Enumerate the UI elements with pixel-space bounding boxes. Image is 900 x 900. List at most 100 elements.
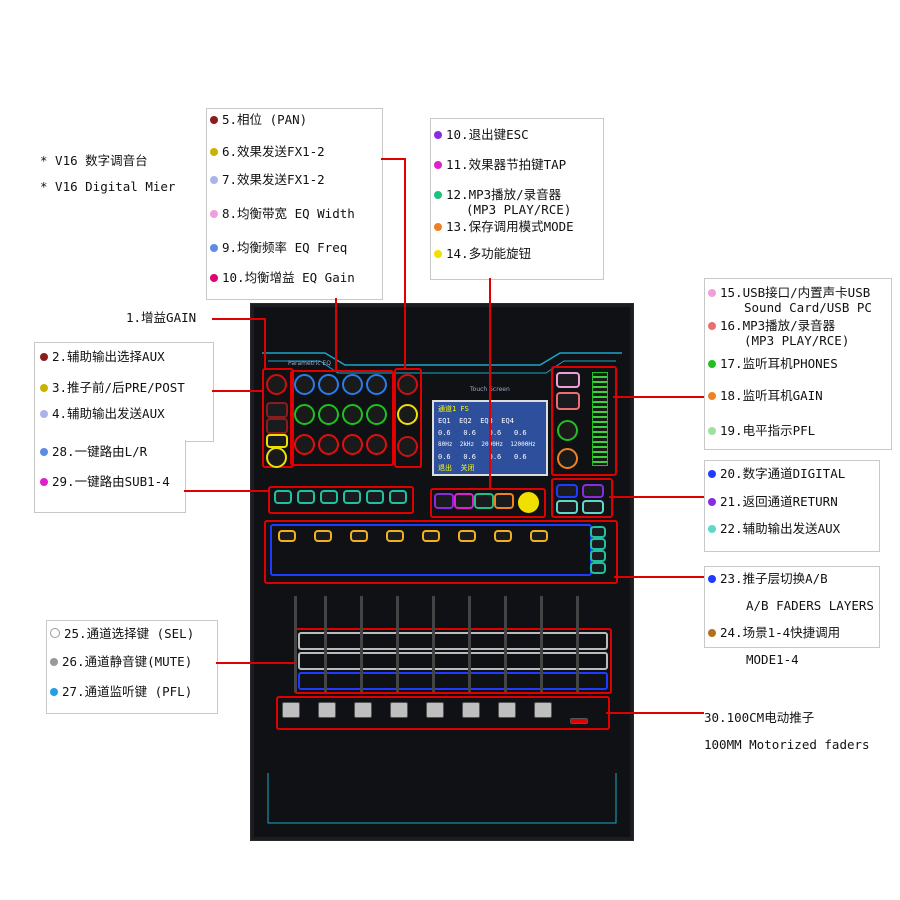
pan-knob[interactable] bbox=[397, 374, 418, 395]
fader-track bbox=[540, 596, 543, 692]
scene-button[interactable] bbox=[590, 550, 606, 562]
route-sub1-button[interactable] bbox=[320, 490, 338, 504]
leader-line bbox=[614, 576, 704, 578]
fader-cap[interactable] bbox=[462, 702, 480, 718]
fader-track bbox=[468, 596, 471, 692]
label-24b: MODE1-4 bbox=[746, 652, 799, 667]
eq-width-knob[interactable] bbox=[318, 374, 339, 395]
label-20: 20.数字通道DIGITAL bbox=[708, 466, 845, 482]
digital-button[interactable] bbox=[556, 484, 578, 498]
screen-band: EQ1 bbox=[438, 417, 451, 425]
fader-cap[interactable] bbox=[282, 702, 300, 718]
screen-width: 0.6 bbox=[438, 453, 451, 461]
eq-gain-knob[interactable] bbox=[294, 434, 315, 455]
aux-send-button[interactable] bbox=[556, 500, 578, 514]
marker-dot bbox=[708, 289, 716, 297]
screen-footer: 退出 关闭 bbox=[438, 463, 542, 474]
phones-gain-knob[interactable] bbox=[557, 448, 578, 469]
mute-row[interactable] bbox=[298, 652, 608, 670]
fader-cap[interactable] bbox=[534, 702, 552, 718]
leader-line bbox=[613, 396, 704, 398]
route-sub3-button[interactable] bbox=[366, 490, 384, 504]
label-25: 25.通道选择键 (SEL) bbox=[50, 626, 194, 642]
eq-freq-knob[interactable] bbox=[294, 404, 315, 425]
pfl-row[interactable] bbox=[298, 672, 608, 690]
leader-line bbox=[404, 158, 406, 368]
layer-scene-column bbox=[590, 526, 608, 574]
multifunction-knob[interactable] bbox=[518, 492, 539, 513]
label-box-digital bbox=[704, 460, 880, 552]
leader-line bbox=[606, 712, 704, 714]
tap-button[interactable] bbox=[454, 493, 474, 509]
channel-button[interactable] bbox=[350, 530, 368, 542]
channel-button[interactable] bbox=[386, 530, 404, 542]
route-sub2-button[interactable] bbox=[343, 490, 361, 504]
sel-row[interactable] bbox=[298, 632, 608, 650]
layer-ab-button[interactable] bbox=[590, 526, 606, 538]
pre-post-button[interactable] bbox=[266, 434, 288, 448]
marker-dot bbox=[40, 478, 48, 486]
screen-gain: 0.6 bbox=[438, 429, 451, 437]
scene-button[interactable] bbox=[590, 562, 606, 574]
fader-cap[interactable] bbox=[426, 702, 444, 718]
label-box-screen bbox=[430, 118, 604, 280]
gain-knob[interactable] bbox=[266, 374, 287, 395]
marker-dot bbox=[708, 392, 716, 400]
label-1: 1.增益GAIN bbox=[126, 310, 197, 325]
scene-button[interactable] bbox=[590, 538, 606, 550]
fader-track bbox=[432, 596, 435, 692]
eq-freq-knob[interactable] bbox=[342, 404, 363, 425]
mp3-record-button[interactable] bbox=[474, 493, 494, 509]
channel-button[interactable] bbox=[494, 530, 512, 542]
label-10b: 10.退出键ESC bbox=[434, 127, 529, 143]
fader-cap[interactable] bbox=[498, 702, 516, 718]
channel-button[interactable] bbox=[458, 530, 476, 542]
phones-jack[interactable] bbox=[557, 420, 578, 441]
screen-widths: 0.6 0.6 0.6 0.6 bbox=[438, 453, 542, 464]
label-30b: 100MM Motorized faders bbox=[704, 737, 870, 752]
route-r-button[interactable] bbox=[297, 490, 315, 504]
channel-button[interactable] bbox=[422, 530, 440, 542]
eq-width-knob[interactable] bbox=[366, 374, 387, 395]
eq-freq-knob[interactable] bbox=[318, 404, 339, 425]
title-en: * V16 Digital Mier bbox=[40, 179, 176, 194]
eq-width-knob[interactable] bbox=[294, 374, 315, 395]
fx-send-knob[interactable] bbox=[397, 404, 418, 425]
channel-strip-red bbox=[264, 520, 618, 584]
channel-button[interactable] bbox=[278, 530, 296, 542]
aux-send-knob[interactable] bbox=[266, 447, 287, 468]
usb-port[interactable] bbox=[556, 372, 580, 388]
fader-cap[interactable] bbox=[318, 702, 336, 718]
fader-cap[interactable] bbox=[354, 702, 372, 718]
fader-cap[interactable] bbox=[390, 702, 408, 718]
eq-freq-knob[interactable] bbox=[366, 404, 387, 425]
screen-freq: 12000Hz bbox=[510, 441, 536, 448]
route-sub4-button[interactable] bbox=[389, 490, 407, 504]
esc-button[interactable] bbox=[434, 493, 454, 509]
label-12a: 12.MP3播放/录音器 bbox=[434, 187, 561, 203]
aux-select-button-2[interactable] bbox=[266, 418, 288, 434]
marker-dot bbox=[50, 688, 58, 696]
label-23b: A/B FADERS LAYERS bbox=[746, 598, 874, 613]
screen-esc[interactable]: 退出 bbox=[438, 464, 452, 472]
aux-send-button-2[interactable] bbox=[582, 500, 604, 514]
fx-send-knob-2[interactable] bbox=[397, 436, 418, 457]
eq-width-knob[interactable] bbox=[342, 374, 363, 395]
mp3-player-button[interactable] bbox=[556, 392, 580, 410]
marker-dot bbox=[708, 629, 716, 637]
channel-button[interactable] bbox=[314, 530, 332, 542]
screen-width: 0.6 bbox=[513, 453, 527, 461]
mode-button[interactable] bbox=[494, 493, 514, 509]
leader-line bbox=[212, 318, 266, 320]
marker-dot bbox=[708, 498, 716, 506]
return-button[interactable] bbox=[582, 484, 604, 498]
screen-close[interactable]: 关闭 bbox=[460, 464, 475, 472]
eq-gain-knob[interactable] bbox=[366, 434, 387, 455]
route-l-button[interactable] bbox=[274, 490, 292, 504]
label-box-layers bbox=[704, 566, 880, 648]
label-17: 17.监听耳机PHONES bbox=[708, 356, 838, 372]
eq-gain-knob[interactable] bbox=[342, 434, 363, 455]
aux-select-button[interactable] bbox=[266, 402, 288, 418]
channel-button[interactable] bbox=[530, 530, 548, 542]
eq-gain-knob[interactable] bbox=[318, 434, 339, 455]
